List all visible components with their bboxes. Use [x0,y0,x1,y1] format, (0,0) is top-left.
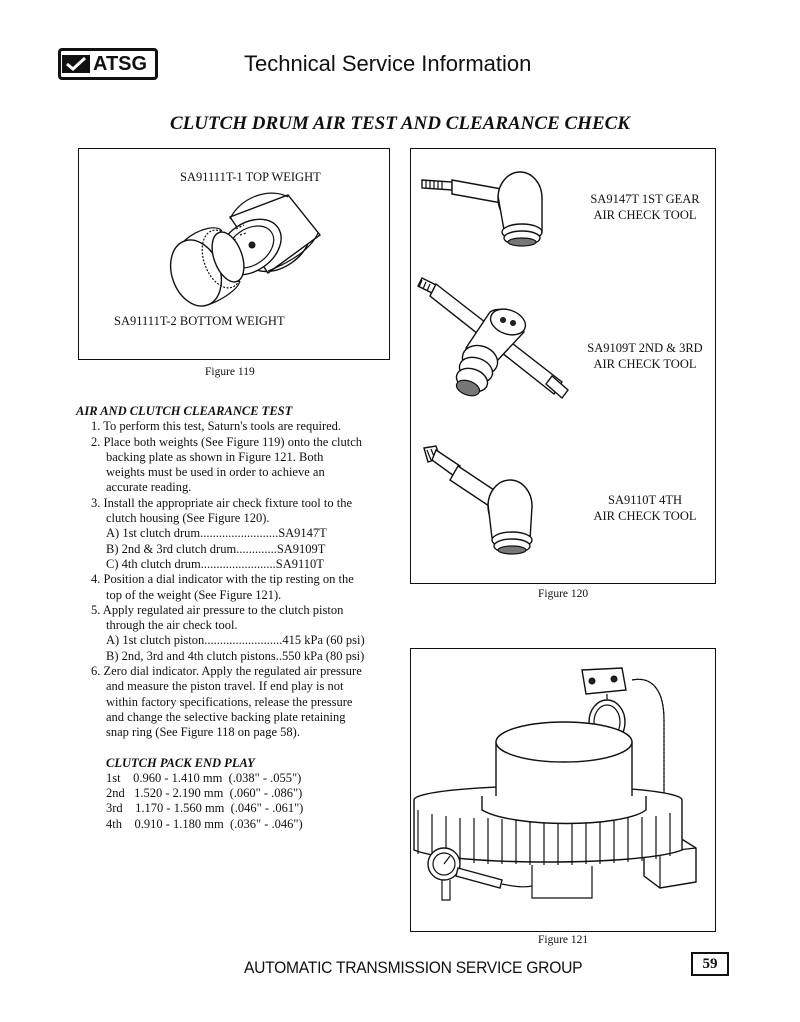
tool1-label: SA9147T 1ST GEAR AIR CHECK TOOL [570,191,720,223]
endplay-row: 3rd 1.170 - 1.560 mm (.046" - .061") [106,801,304,816]
instruction-line: B) 2nd & 3rd clutch drum.............SA9… [106,541,326,556]
checkmark-icon [62,55,90,73]
instruction-line: top of the weight (See Figure 121). [106,587,282,602]
endplay-row: 2nd 1.520 - 2.190 mm (.060" - .086") [106,786,303,801]
figure-121-box [410,648,716,932]
logo-text: ATSG [93,52,148,75]
instruction-line: 1. To perform this test, Saturn's tools … [91,419,342,434]
figure-121-caption: Figure 121 [538,934,589,946]
air-check-tools-illustration [417,171,569,555]
instruction-line: through the air check tool. [106,618,238,633]
instruction-line: A) 1st clutch piston....................… [106,633,365,648]
instruction-line: 2. Place both weights (See Figure 119) o… [91,434,363,449]
dial-indicator-setup-illustration [413,667,697,901]
footer-text: AUTOMATIC TRANSMISSION SERVICE GROUP [244,958,583,977]
instruction-line: 6. Zero dial indicator. Apply the regula… [91,664,362,679]
instruction-line: C) 4th clutch drum......................… [106,556,324,571]
tool3-label: SA9110T 4TH AIR CHECK TOOL [570,492,720,524]
endplay-heading: CLUTCH PACK END PLAY [106,755,255,770]
figure-119-caption: Figure 119 [205,366,255,378]
page-title: CLUTCH DRUM AIR TEST AND CLEARANCE CHECK [170,113,630,134]
instruction-line: accurate reading. [106,480,192,495]
instruction-line: and change the selective backing plate r… [106,709,346,724]
instruction-line: A) 1st clutch drum......................… [106,526,327,541]
tool1-label-line1: SA9147T 1ST GEAR [590,192,700,206]
page-number: 59 [691,952,729,976]
instruction-line: B) 2nd, 3rd and 4th clutch pistons..550 … [106,648,365,663]
figure-120-caption: Figure 120 [538,588,589,600]
instruction-line: 5. Apply regulated air pressure to the c… [91,602,344,617]
tool3-label-line1: SA9110T 4TH [608,493,682,507]
instruction-line: 3. Install the appropriate air check fix… [91,495,353,510]
figure-119-box [78,148,390,360]
endplay-row: 1st 0.960 - 1.410 mm (.038" - .055") [106,770,302,785]
instruction-line: 4. Position a dial indicator with the ti… [91,572,354,587]
instruction-line: within factory specifications, release t… [106,694,353,709]
instruction-line: clutch housing (See Figure 120). [106,511,270,526]
instruction-line: snap ring (See Figure 118 on page 58). [106,725,300,740]
test-instructions: AIR AND CLUTCH CLEARANCE TEST 1. To perf… [76,404,406,832]
instruction-line: backing plate as shown in Figure 121. Bo… [106,449,324,464]
figure-120-box [410,148,716,584]
top-weight-label: SA91111T-1 TOP WEIGHT [180,170,321,184]
tool1-label-line2: AIR CHECK TOOL [593,208,697,222]
bottom-weight-label: SA91111T-2 BOTTOM WEIGHT [114,314,285,328]
instruction-line: and measure the piston travel. If end pl… [106,679,344,694]
tool2-label-line2: AIR CHECK TOOL [593,357,697,371]
header-title: Technical Service Information [244,51,532,76]
tool3-label-line2: AIR CHECK TOOL [593,509,697,523]
instructions-heading: AIR AND CLUTCH CLEARANCE TEST [76,404,293,418]
tool2-label: SA9109T 2ND & 3RD AIR CHECK TOOL [570,340,720,372]
endplay-row: 4th 0.910 - 1.180 mm (.036" - .046") [106,816,303,831]
weights-illustration [169,192,322,307]
instruction-line: weights must be used in order to achieve… [106,465,325,480]
tool2-label-line1: SA9109T 2ND & 3RD [587,341,703,355]
atsg-logo: ATSG [58,48,158,80]
